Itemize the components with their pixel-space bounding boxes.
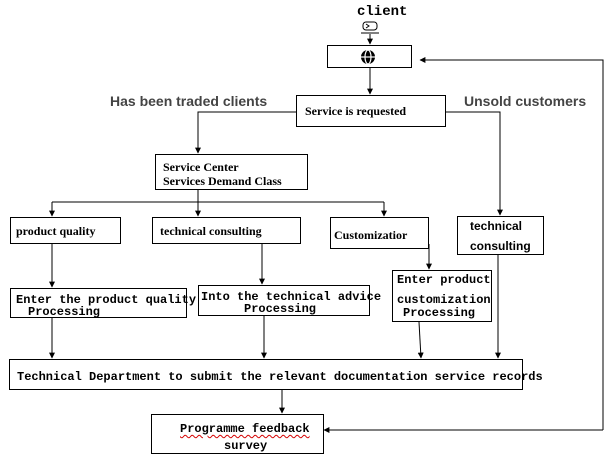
technical-consulting-node: technical consulting: [152, 217, 301, 244]
technical-department-node: Technical Department to submit the relev…: [9, 359, 543, 390]
customization-text: Customizatior: [334, 228, 408, 242]
feedback-survey-node: Programme feedback survey: [151, 414, 324, 454]
enter-customization-line1: Enter product: [397, 273, 491, 287]
into-advice-node: Into the technical advice Processing: [198, 285, 381, 316]
technical-consulting-text: technical consulting: [160, 224, 262, 238]
service-center-node: Service Center Services Demand Class: [155, 154, 308, 190]
into-advice-line2: Processing: [244, 302, 317, 316]
client-label: client: [357, 4, 408, 20]
edge-feedback-loop: [419, 57, 604, 430]
technical-consulting-b-node: technical consulting: [457, 216, 544, 255]
enter-customization-line3: Processing: [403, 306, 476, 320]
branch-unsold-label: Unsold customers: [464, 93, 587, 109]
globe-node: [327, 45, 412, 68]
enter-quality-line2: Processing: [28, 305, 101, 319]
enter-customization-line2: customization: [397, 293, 491, 307]
product-quality-node: product quality: [10, 217, 121, 244]
customization-node: Customizatior: [330, 217, 429, 249]
enter-quality-line1: Enter the product quality: [16, 293, 197, 307]
into-advice-line1: Into the technical advice: [201, 290, 382, 304]
edge-enter-custom-to-dept: [417, 321, 424, 359]
enter-customization-node: Enter product customization Processing: [392, 270, 492, 322]
feedback-survey-line1: Programme feedback: [180, 422, 310, 436]
enter-quality-node: Enter the product quality Processing: [10, 288, 196, 319]
service-requested-node: Service is requested: [296, 95, 446, 127]
edge-request-to-service-center: [195, 111, 296, 154]
feedback-survey-line2: survey: [224, 439, 268, 453]
edge-request-to-consulting-b: [446, 111, 503, 216]
technical-department-text: Technical Department to submit the relev…: [17, 370, 543, 384]
client-computer-icon: [360, 21, 382, 35]
service-requested-text: Service is requested: [305, 104, 407, 118]
service-center-line2: Services Demand Class: [163, 174, 282, 188]
product-quality-text: product quality: [16, 224, 96, 238]
branch-traded-label: Has been traded clients: [110, 93, 268, 109]
service-center-line1: Service Center: [163, 160, 239, 174]
globe-icon: [360, 49, 376, 65]
technical-consulting-b-line2: consulting: [470, 239, 531, 253]
technical-consulting-b-line1: technical: [470, 219, 523, 233]
